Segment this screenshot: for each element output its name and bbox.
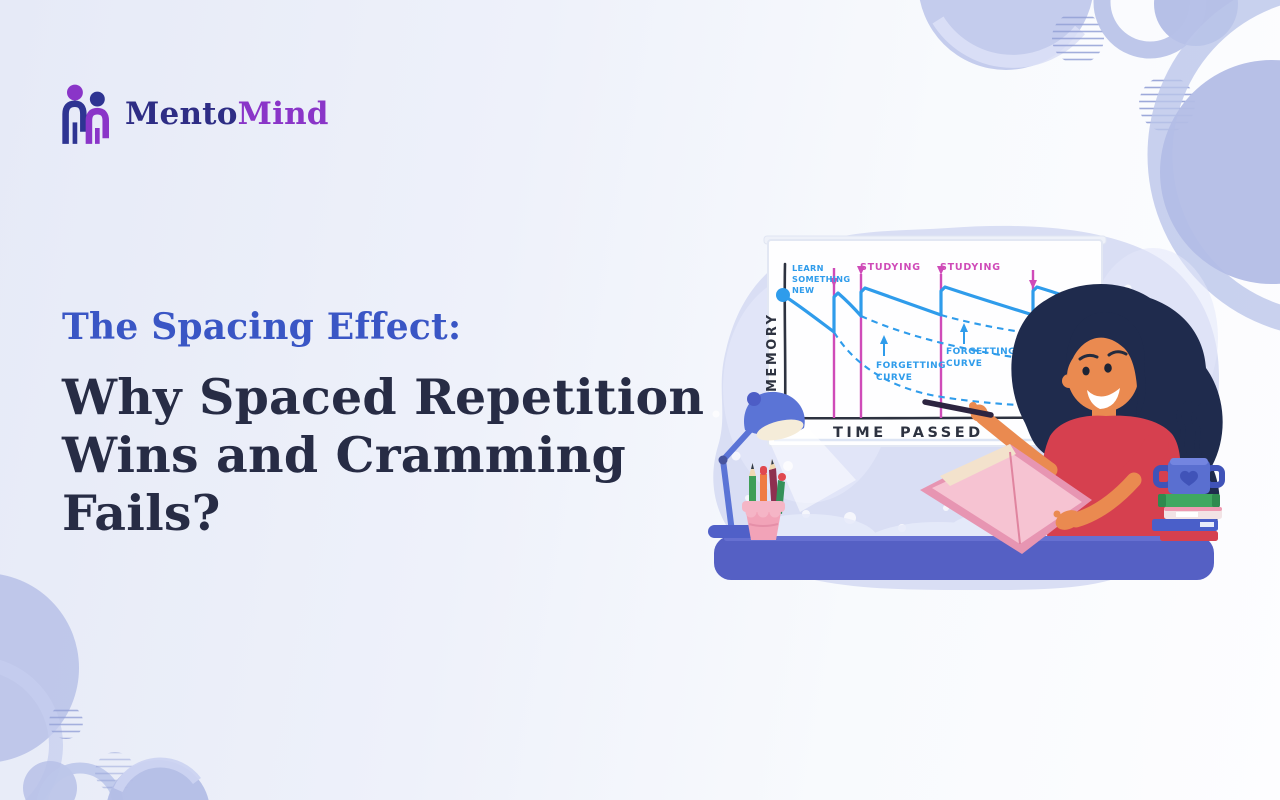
x-axis-word-time: TIME xyxy=(833,425,887,441)
lamp-base xyxy=(708,525,760,538)
lamp-light-beam xyxy=(768,414,856,512)
woman-pen-arm xyxy=(975,409,1058,478)
brand-name-mento: Mento xyxy=(125,96,238,132)
forgetting2-line2: CURVE xyxy=(946,359,982,369)
hero-title: Why Spaced Repetition Wins and Cramming … xyxy=(62,368,722,542)
woman-smile xyxy=(1087,388,1120,409)
hero-title-line3: Fails? xyxy=(62,484,221,542)
pencil-pot xyxy=(742,459,786,540)
woman-hair-fringe xyxy=(1066,312,1146,418)
marker-pen xyxy=(922,399,994,418)
hero-text-block: The Spacing Effect: Why Spaced Repetitio… xyxy=(62,306,722,542)
coffee-steam xyxy=(1176,399,1207,457)
forgetting1-line1: FORGETTING xyxy=(876,361,946,371)
decor-circles-top-right xyxy=(919,0,1280,331)
lamp-bulb-opening xyxy=(756,419,804,441)
mug-heart-icon xyxy=(1180,470,1198,486)
studying-label-1: STUDYING xyxy=(860,262,921,273)
woman-book-arm xyxy=(1068,472,1142,528)
desk-lamp xyxy=(708,391,805,538)
coffee-mug xyxy=(1153,458,1225,494)
woman-eyebrows xyxy=(1078,350,1128,361)
y-axis-label: MEMORY xyxy=(765,312,780,392)
start-label-line3: NEW xyxy=(792,285,814,295)
forgetting-up-arrows xyxy=(880,323,968,356)
desk xyxy=(714,536,1214,580)
start-label-line1: LEARN xyxy=(792,263,824,273)
forgetting2-line1: FORGETTING xyxy=(946,347,1016,357)
forgetting-label-2: FORGETTING CURVE xyxy=(946,347,1020,369)
start-label: LEARN SOMETHING NEW xyxy=(792,263,854,295)
hero-title-line1: Why Spaced Repetition xyxy=(62,368,705,426)
brand-logo-icon xyxy=(62,84,109,144)
start-label-line2: SOMETHING xyxy=(792,274,850,284)
x-axis-label: TIME PASSED xyxy=(833,425,984,441)
forgetting-label-1: FORGETTING CURVE xyxy=(876,361,950,383)
lamp-cap xyxy=(747,392,761,406)
brand-logo[interactable]: MentoMind xyxy=(60,82,329,146)
woman-thumb xyxy=(969,402,977,410)
retention-line xyxy=(781,285,1097,334)
brand-name-mind: Mind xyxy=(237,96,329,132)
brand-name: MentoMind xyxy=(125,96,329,132)
decor-circles-bottom-left xyxy=(0,574,209,800)
x-axis-word-passed: PASSED xyxy=(900,425,984,441)
hero-title-line2: Wins and Cramming xyxy=(62,426,626,484)
study-illustration: MEMORY TIME PASSED xyxy=(688,218,1228,602)
open-book xyxy=(920,444,1092,554)
studying-down-arrows xyxy=(830,266,1037,289)
woman-eyes xyxy=(1082,363,1112,376)
book-stack xyxy=(1152,494,1222,541)
studying-label-2: STUDYING xyxy=(940,262,1001,273)
forgetting1-line2: CURVE xyxy=(876,373,912,383)
hero-eyebrow: The Spacing Effect: xyxy=(62,306,462,348)
